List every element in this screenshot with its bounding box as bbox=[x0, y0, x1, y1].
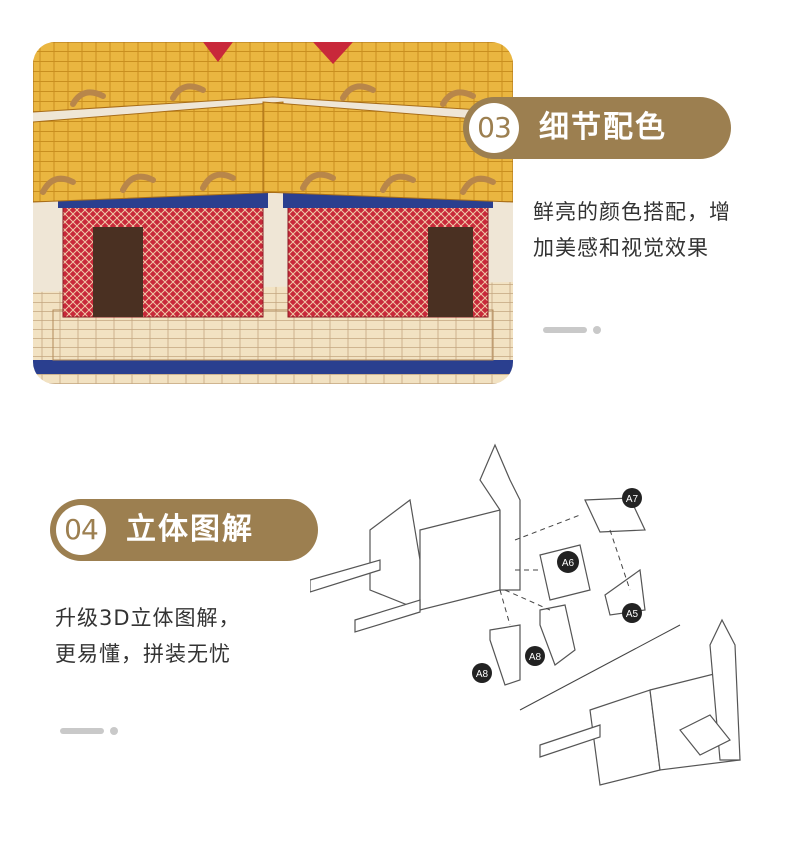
part-label-a8-left: A8 bbox=[472, 663, 492, 683]
svg-text:A5: A5 bbox=[626, 609, 639, 620]
feature-number-04: 04 bbox=[56, 505, 106, 555]
assembly-diagram: A7 A6 A5 A8 A8 bbox=[309, 440, 770, 790]
feature-description-04: 升级3D立体图解， 更易懂，拼装无忧 bbox=[55, 600, 295, 672]
svg-text:A6: A6 bbox=[562, 558, 575, 569]
svg-text:A8: A8 bbox=[529, 652, 542, 663]
part-label-a5: A5 bbox=[622, 603, 642, 623]
part-label-a7: A7 bbox=[622, 488, 642, 508]
divider-decoration bbox=[543, 326, 603, 334]
divider-bar bbox=[60, 728, 104, 734]
part-label-a6: A6 bbox=[557, 551, 579, 573]
divider-decoration bbox=[60, 727, 120, 735]
part-label-a8-right: A8 bbox=[525, 646, 545, 666]
description-line-2: 加美感和视觉效果 bbox=[533, 236, 709, 260]
divider-bar bbox=[543, 327, 587, 333]
feature-number-03: 03 bbox=[469, 103, 519, 153]
divider-dot bbox=[110, 727, 118, 735]
svg-text:A8: A8 bbox=[476, 669, 489, 680]
feature-title-03: 细节配色 bbox=[539, 110, 667, 145]
feature-title-badge-04: 04 立体图解 bbox=[50, 499, 318, 561]
feature-description-03: 鲜亮的颜色搭配，增 加美感和视觉效果 bbox=[533, 194, 773, 266]
product-photo-palace-model bbox=[33, 42, 513, 384]
svg-text:A7: A7 bbox=[626, 494, 639, 505]
feature-title-badge-03: 03 细节配色 bbox=[463, 97, 731, 159]
description-line-1: 鲜亮的颜色搭配，增 bbox=[533, 200, 731, 224]
divider-dot bbox=[593, 326, 601, 334]
description-line-2: 更易懂，拼装无忧 bbox=[55, 642, 231, 666]
description-line-1: 升级3D立体图解， bbox=[55, 606, 241, 630]
feature-title-04: 立体图解 bbox=[126, 512, 254, 547]
